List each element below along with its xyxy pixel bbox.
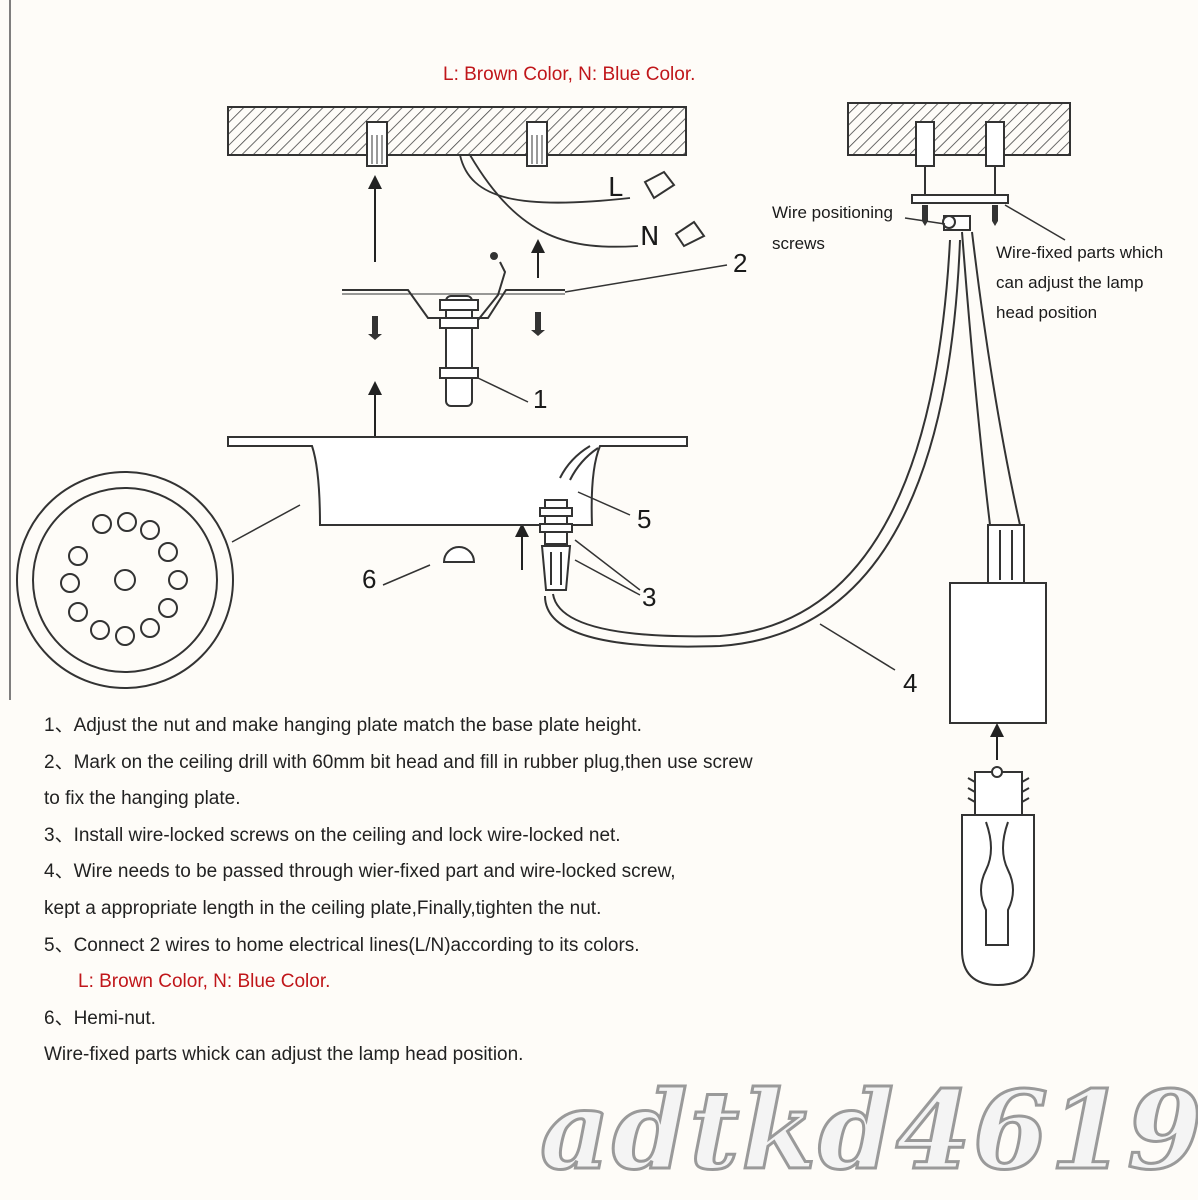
bulb: [961, 766, 1035, 987]
instruction-5-colors: L: Brown Color, N: Blue Color.: [78, 971, 331, 993]
wire-fixed-label-2: can adjust the lamp: [996, 273, 1143, 292]
label-n: N: [640, 222, 659, 252]
instruction-4-cont: kept a appropriate length in the ceiling…: [44, 897, 602, 919]
instruction-5: 5、Connect 2 wires to home electrical lin…: [44, 934, 640, 956]
wire-lock-screw: [539, 445, 599, 591]
canopy-top-view: [16, 471, 234, 689]
label-2: 2: [733, 248, 747, 278]
wire-positioning-label-2: screws: [772, 234, 825, 253]
threaded-rod: [439, 252, 507, 407]
screw-right: [531, 312, 545, 336]
wire-positioning-label-1: Wire positioning: [772, 203, 893, 222]
wire-connector-n: [674, 220, 706, 248]
instructions-list: 1、Adjust the nut and make hanging plate …: [44, 708, 904, 1074]
lamp-cable: [544, 239, 961, 648]
instruction-3: 3、Install wire-locked screws on the ceil…: [44, 824, 621, 846]
label-5: 5: [637, 504, 651, 534]
label-3: 3: [642, 582, 656, 612]
instruction-4: 4、Wire needs to be passed through wier-f…: [44, 861, 676, 883]
label-4: 4: [903, 668, 917, 698]
wire-fixed-label-1: Wire-fixed parts which: [996, 243, 1163, 262]
ceiling-right: [847, 102, 1071, 231]
label-l: L: [608, 173, 623, 203]
header-note: L: Brown Color, N: Blue Color.: [443, 64, 695, 85]
ceiling-left: [227, 106, 687, 167]
instruction-2: 2、Mark on the ceiling drill with 60mm bi…: [44, 751, 753, 773]
instruction-1: 1、Adjust the nut and make hanging plate …: [44, 715, 642, 736]
wire-fixed-label-3: head position: [996, 303, 1097, 322]
wire-connector-l: [643, 170, 676, 200]
hemi-nut: [442, 546, 476, 563]
ceiling-wires: [459, 154, 639, 248]
watermark-text: adtkd46195: [540, 1068, 1198, 1194]
screw-left: [368, 316, 382, 340]
lamp-holder: [949, 582, 1047, 724]
instruction-6: 6、Hemi-nut.: [44, 1007, 156, 1029]
label-1: 1: [533, 384, 547, 414]
drop-wires: [961, 231, 1025, 584]
instruction-2-cont: to fix the hanging plate.: [44, 788, 241, 810]
instruction-7: Wire-fixed parts whick can adjust the la…: [44, 1044, 524, 1066]
label-6: 6: [362, 564, 376, 594]
